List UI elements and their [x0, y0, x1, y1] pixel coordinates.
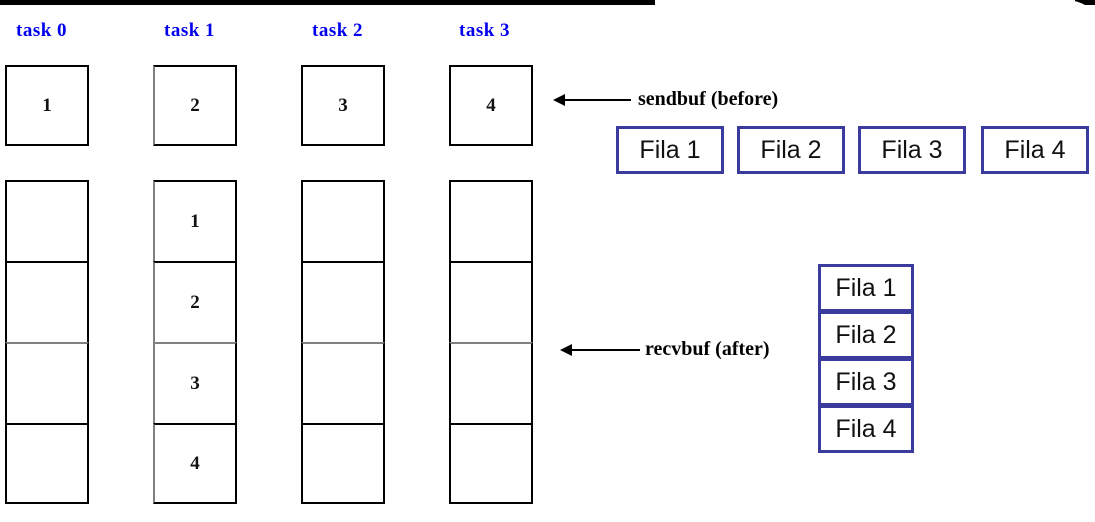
recvbuf-cell [5, 261, 89, 342]
recvbuf-cell [301, 342, 385, 423]
task-header-0: task 0 [16, 20, 68, 41]
recvbuf-cell [5, 180, 89, 261]
arrow-line [568, 349, 640, 351]
fila-row-item-3: Fila 3 [858, 126, 966, 174]
sendbuf-arrow [553, 94, 631, 106]
arrow-line [561, 99, 631, 101]
recvbuf-cell [449, 342, 533, 423]
fila-col-item-4: Fila 4 [818, 405, 914, 453]
recvbuf-column-task2 [301, 180, 385, 504]
sendbuf-caption: sendbuf (before) [638, 88, 779, 110]
recvbuf-cell: 4 [153, 423, 237, 504]
fila-row-item-2: Fila 2 [737, 126, 845, 174]
task-header-3: task 3 [459, 20, 511, 41]
recvbuf-caption: recvbuf (after) [645, 338, 770, 360]
recvbuf-cell [5, 342, 89, 423]
task-header-1: task 1 [164, 20, 216, 41]
recvbuf-cell [449, 261, 533, 342]
recvbuf-column-task0 [5, 180, 89, 504]
fila-col-item-3: Fila 3 [818, 358, 914, 406]
task-header-2: task 2 [312, 20, 364, 41]
fila-col-item-2: Fila 2 [818, 311, 914, 359]
recvbuf-cell [301, 261, 385, 342]
recvbuf-arrow [560, 344, 645, 356]
fila-row-item-1: Fila 1 [616, 126, 724, 174]
arrow-head-icon [560, 344, 572, 356]
sendbuf-cell-task2: 3 [301, 65, 385, 146]
sendbuf-cell-task0: 1 [5, 65, 89, 146]
recvbuf-cell [449, 180, 533, 261]
whiteout-patch-fill [655, 0, 1075, 14]
recvbuf-cell [449, 423, 533, 504]
recvbuf-cell [301, 180, 385, 261]
fila-col-item-1: Fila 1 [818, 264, 914, 312]
recvbuf-cell: 3 [153, 342, 237, 423]
fila-row-item-4: Fila 4 [981, 126, 1089, 174]
arrow-head-icon [553, 94, 565, 106]
recvbuf-cell [301, 423, 385, 504]
recvbuf-cell [5, 423, 89, 504]
recvbuf-cell: 2 [153, 261, 237, 342]
sendbuf-cell-task1: 2 [153, 65, 237, 146]
recvbuf-column-task3 [449, 180, 533, 504]
sendbuf-cell-task3: 4 [449, 65, 533, 146]
recvbuf-cell: 1 [153, 180, 237, 261]
recvbuf-column-task1: 1 2 3 4 [153, 180, 237, 504]
top-black-bar [0, 0, 1095, 5]
